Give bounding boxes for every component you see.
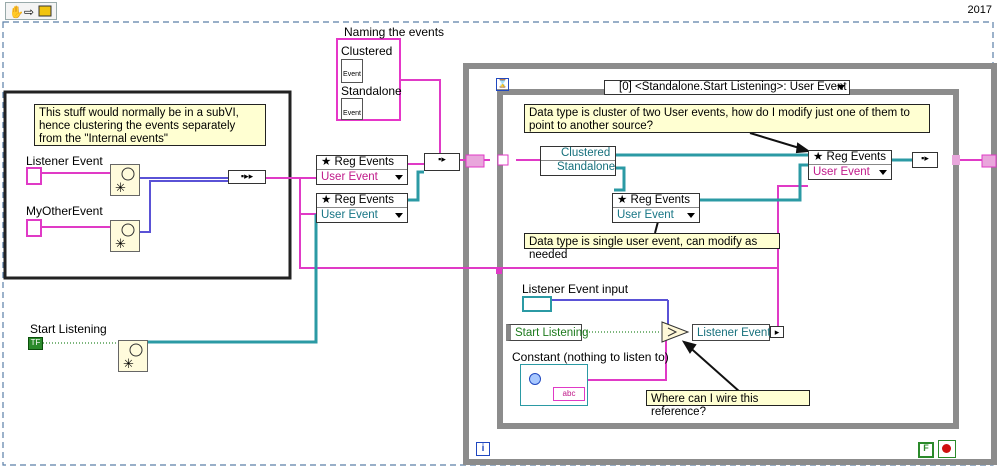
left-group-frame <box>3 90 292 280</box>
svg-text:⇨: ⇨ <box>24 5 34 19</box>
reg-events-item-text: User Event <box>617 209 674 221</box>
left-group-comment: This stuff would normally be in a subVI,… <box>34 104 266 146</box>
unbundle-node[interactable]: Clustered Standalone <box>540 146 616 176</box>
reg-events-title-text: Reg Events <box>826 151 886 163</box>
reg-events-item-text: User Event <box>321 209 378 221</box>
chevron-down-icon <box>395 213 403 218</box>
reg-events-title-text: Reg Events <box>334 194 394 206</box>
loop-info-icon: ⌛ <box>496 78 509 91</box>
reg-events-user-event-selector[interactable]: User Event <box>317 208 407 223</box>
svg-text:✳: ✳ <box>123 356 134 371</box>
svg-text:✋: ✋ <box>9 5 24 19</box>
event-comment-question: Where can I wire this reference? <box>646 390 810 418</box>
listener-event-output[interactable]: Listener Event <box>692 324 771 341</box>
naming-title: Naming the events <box>344 25 445 39</box>
chevron-down-icon <box>837 85 845 90</box>
standalone-event-icon: Event <box>341 98 363 120</box>
bundle-node-middle[interactable]: ▪▸ <box>424 153 460 171</box>
reg-events-title: ★ Reg Events <box>317 156 407 170</box>
user-event-icon: ✳ <box>115 223 135 251</box>
clustered-event-icon: Event <box>341 59 363 83</box>
start-listening-input-text: Start Listening <box>515 327 589 339</box>
event-comment-top: Data type is cluster of two User events,… <box>524 104 930 133</box>
listener-event-output-text: Listener Event <box>697 327 771 339</box>
start-listening-input[interactable]: Start Listening <box>506 324 589 341</box>
constant-cluster[interactable]: abc <box>520 364 588 406</box>
user-event-icon: ✳ <box>123 343 143 371</box>
svg-text:✳: ✳ <box>115 180 126 195</box>
reg-events-user-event-selector[interactable]: User Event <box>613 208 699 223</box>
reg-events-item-text: User Event <box>813 166 870 178</box>
clustered-event-text: Event <box>343 71 361 78</box>
create-user-event-node-2[interactable]: ✳ <box>110 220 140 252</box>
reg-events-user-event-selector[interactable]: User Event <box>317 170 407 185</box>
constant-label: Constant (nothing to listen to) <box>512 350 669 364</box>
event-case-selector[interactable]: [0] <Standalone.Start Listening>: User E… <box>604 80 850 95</box>
stop-icon[interactable] <box>938 440 956 458</box>
listener-event-input-label: Listener Event input <box>522 282 629 296</box>
reg-events-node-right[interactable]: ★ Reg Events User Event <box>808 150 892 180</box>
svg-text:✳: ✳ <box>115 236 126 251</box>
unbundle-standalone: Standalone <box>557 161 616 173</box>
user-event-icon: ✳ <box>115 167 135 195</box>
right-shift-register <box>981 154 997 168</box>
my-other-event-control[interactable] <box>26 219 42 237</box>
reg-events-title: ★ Reg Events <box>613 194 699 208</box>
toolbar-icons: ✋ ⇨ <box>9 5 52 19</box>
reg-events-node-top[interactable]: ★ Reg Events User Event <box>316 155 408 185</box>
listener-event-bundle-tunnel[interactable]: ▸ <box>770 326 784 338</box>
create-user-event-node-3[interactable]: ✳ <box>118 340 148 372</box>
event-comment-mid: Data type is single user event, can modi… <box>524 233 780 261</box>
start-listening-boolean[interactable]: TF <box>28 337 43 350</box>
listener-event-control[interactable] <box>26 167 42 185</box>
bundle-node-right[interactable]: ▪▸ <box>912 152 938 168</box>
reg-events-title: ★ Reg Events <box>317 194 407 208</box>
select-node-icon[interactable] <box>660 320 690 344</box>
create-user-event-node-1[interactable]: ✳ <box>110 164 140 196</box>
hand-icon[interactable]: ✋ ⇨ <box>5 2 57 20</box>
naming-standalone-label: Standalone <box>341 84 402 98</box>
reg-events-node-inner[interactable]: ★ Reg Events User Event <box>612 193 700 223</box>
reg-events-title-text: Reg Events <box>334 156 394 168</box>
my-other-event-label: MyOtherEvent <box>26 204 103 218</box>
reg-events-item-text: User Event <box>321 171 378 183</box>
bundle-node-left[interactable]: ▪▸▸ <box>228 170 266 184</box>
chevron-down-icon <box>687 213 695 218</box>
chevron-down-icon <box>879 170 887 175</box>
event-case-label: [0] <Standalone.Start Listening>: User E… <box>619 81 847 93</box>
chevron-down-icon <box>395 175 403 180</box>
standalone-event-text: Event <box>343 110 361 117</box>
left-shift-register <box>465 154 485 168</box>
string-constant[interactable]: abc <box>553 387 585 401</box>
unbundle-clustered: Clustered <box>541 147 615 161</box>
naming-clustered-label: Clustered <box>341 44 393 58</box>
start-listening-label: Start Listening <box>30 322 107 336</box>
while-loop-frame <box>463 63 997 465</box>
refnum-icon <box>529 373 541 385</box>
stop-false-constant[interactable]: F <box>918 442 934 458</box>
loop-iteration-terminal: i <box>476 442 490 456</box>
reg-events-node-bottom[interactable]: ★ Reg Events User Event <box>316 193 408 223</box>
listener-event-input-terminal[interactable] <box>522 296 552 312</box>
reg-events-title-text: Reg Events <box>630 194 690 206</box>
reg-events-title: ★ Reg Events <box>809 151 891 165</box>
year-label: 2017 <box>967 4 992 16</box>
listener-event-label: Listener Event <box>26 154 103 168</box>
reg-events-user-event-selector[interactable]: User Event <box>809 165 891 180</box>
